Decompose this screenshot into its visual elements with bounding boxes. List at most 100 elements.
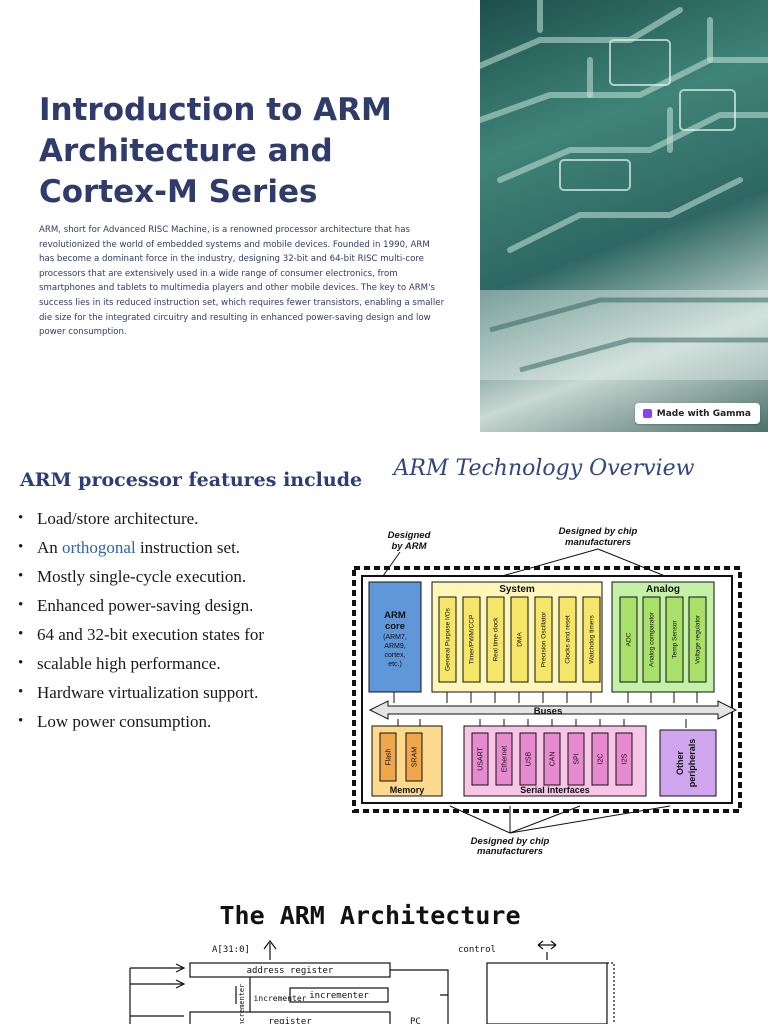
memory-item-label: SRAM — [411, 747, 418, 767]
serial-item-label: I2S — [621, 753, 628, 764]
system-item-label: DMA — [517, 632, 524, 647]
analog-item-label: Temp Sensor — [672, 620, 679, 659]
control-box — [486, 962, 608, 1024]
memory-item-box — [379, 732, 397, 782]
control-box-edge — [607, 962, 615, 1024]
system-item-box — [582, 596, 601, 683]
feature-item: •Hardware virtualization support. — [18, 680, 264, 709]
analog-item-box — [642, 596, 661, 683]
feature-item: •Low power consumption. — [18, 709, 264, 738]
serial-item-box — [615, 732, 633, 786]
feature-text-tail: instruction set. — [135, 538, 241, 557]
features-slide: ARM processor features include • Load/sto… — [0, 432, 768, 872]
arm-core-sub-2: ARM9, — [384, 643, 405, 650]
arm-core-label: ARM — [384, 610, 406, 621]
system-item-box — [462, 596, 481, 683]
register-bank-label: register — [268, 1017, 312, 1024]
analog-item-label: Voltage regulator — [695, 614, 702, 664]
system-item-box — [558, 596, 577, 683]
inner-paths — [235, 977, 251, 1012]
made-with-gamma-badge[interactable]: Made with Gamma — [634, 403, 760, 424]
feature-text: Low power consumption. — [37, 712, 212, 731]
intro-slide: Introduction to ARM Architecture and Cor… — [0, 0, 768, 432]
system-item-label: Clocks and reset — [565, 615, 572, 664]
bullet-icon: • — [18, 684, 24, 700]
address-incrementer-label: incrementer — [254, 994, 307, 1003]
system-item-box — [438, 596, 457, 683]
serial-item-box — [519, 732, 537, 786]
arm-technology-overview-diagram: ARM Technology Overview Designed by ARM … — [352, 456, 742, 857]
features-heading: ARM processor features include — [20, 469, 363, 491]
gamma-logo-icon — [642, 409, 652, 418]
incrementer-label: incrementer — [309, 991, 369, 1001]
feature-item: • Load/store architecture. — [18, 506, 264, 535]
memory-label: Memory — [390, 785, 425, 795]
left-feedback-path-2 — [130, 979, 186, 989]
circuit-board-image: Made with Gamma — [480, 0, 768, 432]
serial-item-label: CAN — [549, 752, 556, 767]
designed-by-arm-label: Designed — [388, 530, 431, 541]
other-peripherals-label-2: peripherals — [687, 739, 697, 788]
bullet-icon: • — [18, 597, 24, 613]
architecture-title: The ARM Architecture — [219, 901, 520, 930]
address-register-label: address register — [247, 966, 334, 976]
system-item-box — [510, 596, 529, 683]
buses-arrow — [368, 700, 738, 720]
arm-core-sub-3: cortex, — [384, 652, 405, 659]
memory-item-box — [405, 732, 423, 782]
analog-label: Analog — [646, 584, 680, 595]
address-bus-label: A[31:0] — [212, 945, 250, 955]
serial-item-box — [543, 732, 561, 786]
feature-item: • 64 and 32-bit execution states for — [18, 622, 264, 651]
left-feedback-path — [129, 963, 186, 1024]
arm-core-sub: (ARM7, — [383, 634, 407, 641]
buses-label: Buses — [534, 706, 563, 717]
system-item-box — [534, 596, 553, 683]
serial-item-label: SPI — [573, 753, 580, 764]
serial-item-label: USART — [477, 746, 484, 770]
memory-item-label: Flash — [385, 748, 392, 765]
bullet-icon: • — [18, 626, 24, 642]
analog-item-label: Analog comparator — [649, 611, 656, 667]
feature-item: •An orthogonal instruction set. — [18, 535, 264, 564]
designed-by-chip-top-label-2: manufacturers — [565, 537, 631, 548]
serial-item-label: I2C — [597, 754, 604, 765]
address-bus-arrow — [263, 940, 277, 960]
circuit-traces — [480, 0, 768, 380]
control-label: control — [458, 945, 496, 955]
feature-text: Mostly single-cycle execution. — [37, 567, 247, 586]
right-feedback-path — [390, 969, 449, 1024]
analog-item-box — [619, 596, 638, 683]
other-peripherals-label: Other — [675, 751, 685, 776]
orthogonal-link[interactable]: orthogonal — [62, 538, 136, 557]
memory-items: Flash SRAM — [379, 732, 423, 782]
bullet-icon: • — [18, 568, 24, 584]
arm-core-block — [368, 581, 422, 693]
serial-interfaces-label: Serial interfaces — [520, 785, 590, 795]
bullet-icon: • — [18, 510, 24, 526]
designed-by-chip-top-label: Designed by chip — [559, 526, 638, 537]
bullet-icon: • — [18, 655, 24, 671]
system-item-label: Watchdog timers — [589, 614, 596, 663]
feature-item: • scalable high performance. — [18, 651, 264, 680]
system-item-label: Real time clock — [493, 617, 500, 662]
feature-text: Load/store architecture. — [37, 509, 199, 528]
system-label: System — [499, 584, 535, 595]
serial-item-box — [495, 732, 513, 786]
intro-paragraph: ARM, short for Advanced RISC Machine, is… — [39, 225, 445, 338]
bullet-icon: • — [18, 539, 24, 555]
callout-lines — [382, 548, 671, 834]
analog-item-box — [665, 596, 684, 683]
feature-text: scalable high performance. — [37, 654, 221, 673]
designed-by-chip-bottom-label: Designed by chip — [471, 836, 550, 847]
register-bank-box — [189, 1011, 391, 1024]
chip-pins — [352, 566, 742, 813]
feature-list: • Load/store architecture. •An orthogonal… — [18, 506, 264, 738]
arm-core-label-2: core — [385, 621, 405, 632]
pc-label: PC — [410, 1017, 421, 1024]
feature-text: 64 and 32-bit execution states for — [37, 625, 265, 644]
side-incrementer-label: incrementer — [238, 984, 246, 1024]
